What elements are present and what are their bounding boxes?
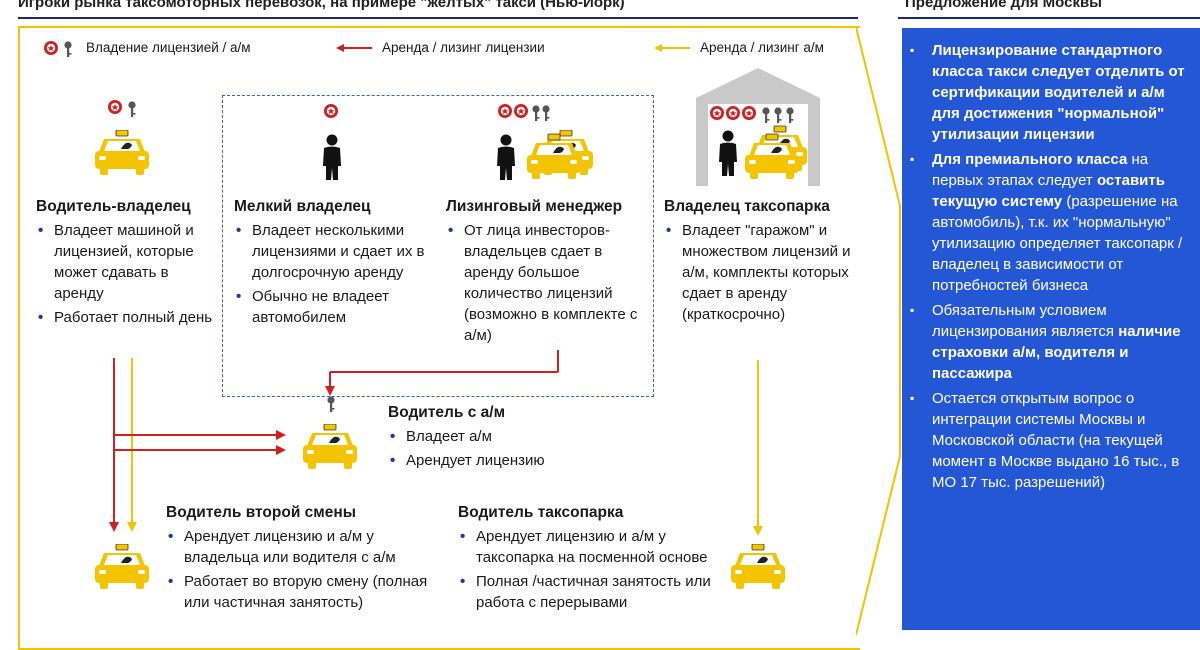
fleet-owner-title: Владелец таксопарка: [664, 198, 830, 215]
left-section-title: Игроки рынка таксомоторных перевозок, на…: [18, 0, 625, 11]
fleet-driver-bullet: Арендует лицензию и а/м у таксопарка на …: [458, 526, 720, 568]
fleet-driver-block: Водитель таксопарка Арендует лицензию и …: [458, 504, 720, 616]
proposal-item: Для премиального класса на первых этапах…: [902, 149, 1188, 296]
intermediaries-group: [222, 95, 654, 397]
legend-ownership-label: Владение лицензией / а/м: [86, 40, 251, 55]
driver-owner-block: Водитель-владелец Владеет машиной и лице…: [36, 198, 216, 331]
right-section-title: Предложение для Москвы: [905, 0, 1102, 11]
driver-owner-bullet: Владеет машиной и лицензией, которые мож…: [36, 220, 216, 304]
fleet-owner-bullet: Владеет "гаражом" и множеством лицензий …: [664, 220, 854, 325]
legend-lease-red-label: Аренда / лизинг лицензии: [382, 40, 545, 55]
driver-with-car-title: Водитель с а/м: [388, 404, 506, 421]
small-owner-bullet: Обычно не владеет автомобилем: [234, 286, 434, 328]
proposal-item: Обязательным условием лицензирования явл…: [902, 300, 1188, 384]
leasing-manager-block: Лизинговый менеджер От лица инвесторов-в…: [446, 198, 651, 349]
second-shift-title: Водитель второй смены: [166, 504, 356, 521]
fleet-driver-bullet: Полная /частичная занятость или работа с…: [458, 571, 720, 613]
right-title-rule: [898, 17, 1200, 19]
proposal-item: Остается открытым вопрос о интеграции си…: [902, 388, 1188, 493]
left-title-rule: [18, 17, 858, 19]
driver-owner-bullet: Работает полный день: [36, 307, 216, 328]
driver-owner-title: Водитель-владелец: [36, 198, 191, 215]
small-owner-block: Мелкий владелец Владеет несколькими лице…: [234, 198, 434, 331]
driver-with-car-block: Водитель с а/м Владеет а/м Арендует лице…: [388, 404, 588, 474]
leasing-manager-title: Лизинговый менеджер: [446, 198, 623, 215]
fleet-driver-title: Водитель таксопарка: [458, 504, 624, 521]
garage-icon: [696, 68, 820, 186]
small-owner-bullet: Владеет несколькими лицензиями и сдает и…: [234, 220, 434, 283]
legend: Владение лицензией / а/м Аренда / лизинг…: [44, 38, 864, 60]
legend-lease-yellow-label: Аренда / лизинг а/м: [700, 40, 824, 55]
leasing-manager-bullet: От лица инвесторов-владельцев сдает в ар…: [446, 220, 651, 346]
driver-with-car-bullet: Владеет а/м: [388, 426, 588, 447]
proposal-item: Лицензирование стандартного класса такси…: [902, 40, 1188, 145]
small-owner-title: Мелкий владелец: [234, 198, 371, 215]
frame-chevron: [856, 26, 901, 636]
second-shift-bullet: Работает во вторую смену (полная или час…: [166, 571, 438, 613]
red-arrow-icon: [336, 44, 372, 52]
second-shift-block: Водитель второй смены Арендует лицензию …: [166, 504, 438, 616]
second-shift-bullet: Арендует лицензию и а/м у владельца или …: [166, 526, 438, 568]
driver-with-car-bullet: Арендует лицензию: [388, 450, 588, 471]
yellow-arrow-icon: [654, 44, 690, 52]
moscow-proposal-panel: Лицензирование стандартного класса такси…: [902, 28, 1200, 630]
relationship-arrows: [109, 350, 763, 536]
fleet-owner-block: Владелец таксопарка Владеет "гаражом" и …: [664, 198, 854, 328]
